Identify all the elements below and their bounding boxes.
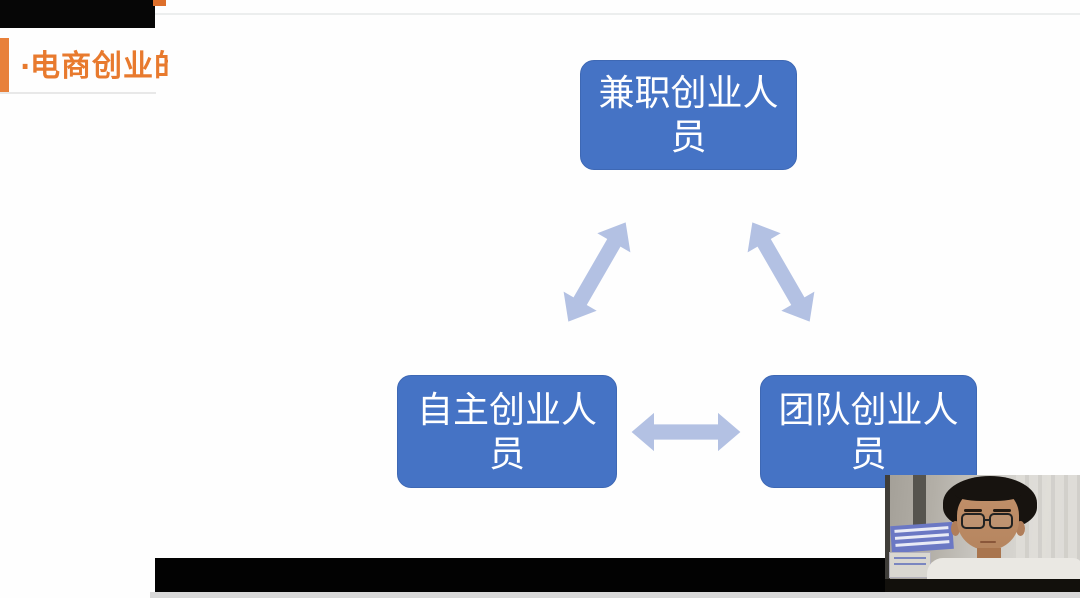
presenter-shirt <box>927 558 1080 582</box>
node-label: 自主创业人员 <box>416 388 597 474</box>
screen-bottom-edge <box>150 592 1080 598</box>
presenter-mouth <box>980 541 996 543</box>
background-door-frame <box>913 475 926 533</box>
slide-title: 电商创业的 <box>30 50 168 83</box>
double-arrow-shape <box>747 222 815 322</box>
header-accent-bar <box>0 38 9 92</box>
poster-text-line <box>894 526 949 533</box>
header-underline <box>0 92 156 94</box>
top-left-black-patch <box>0 0 155 28</box>
presenter-eyebrow <box>964 509 982 512</box>
background-edge-stripe <box>885 475 890 592</box>
top-divider-line <box>0 13 1080 15</box>
presenter-glasses <box>961 513 985 529</box>
background-paper-sheet <box>889 552 931 578</box>
presenter-glasses <box>989 513 1013 529</box>
presenter-eyebrow <box>993 509 1011 512</box>
presenter-ear <box>951 521 960 536</box>
poster-text-line <box>895 540 950 547</box>
double-arrow-top-to-bottom-left <box>549 210 644 333</box>
node-self-employed-entrepreneurs: 自主创业人员 <box>397 375 617 488</box>
presenter-neck <box>977 548 1001 561</box>
double-arrow-shape <box>631 412 741 452</box>
paper-text-line <box>894 557 926 559</box>
double-arrow-bottom-left-to-bottom-right <box>630 411 742 453</box>
double-arrow-top-to-bottom-right <box>733 210 828 333</box>
slide-header: 电商创业的 <box>30 44 168 90</box>
node-team-entrepreneurs: 团队创业人员 <box>760 375 977 488</box>
header-bullet: · <box>20 48 32 86</box>
orange-corner-mark <box>153 0 166 6</box>
node-label: 兼职创业人员 <box>598 72 779 157</box>
presenter-glasses-bridge <box>984 519 990 521</box>
paper-text-line <box>894 563 926 565</box>
node-label: 团队创业人员 <box>778 388 959 474</box>
webcam-bottom-strip <box>885 579 1080 592</box>
presenter-ear <box>1016 521 1025 536</box>
poster-text-line <box>894 533 949 540</box>
webcam-video-thumbnail[interactable] <box>885 475 1080 592</box>
background-blue-poster <box>890 521 954 554</box>
presenter-hair-fringe <box>955 485 1021 501</box>
node-part-time-entrepreneurs: 兼职创业人员 <box>580 60 797 170</box>
double-arrow-shape <box>563 222 631 322</box>
